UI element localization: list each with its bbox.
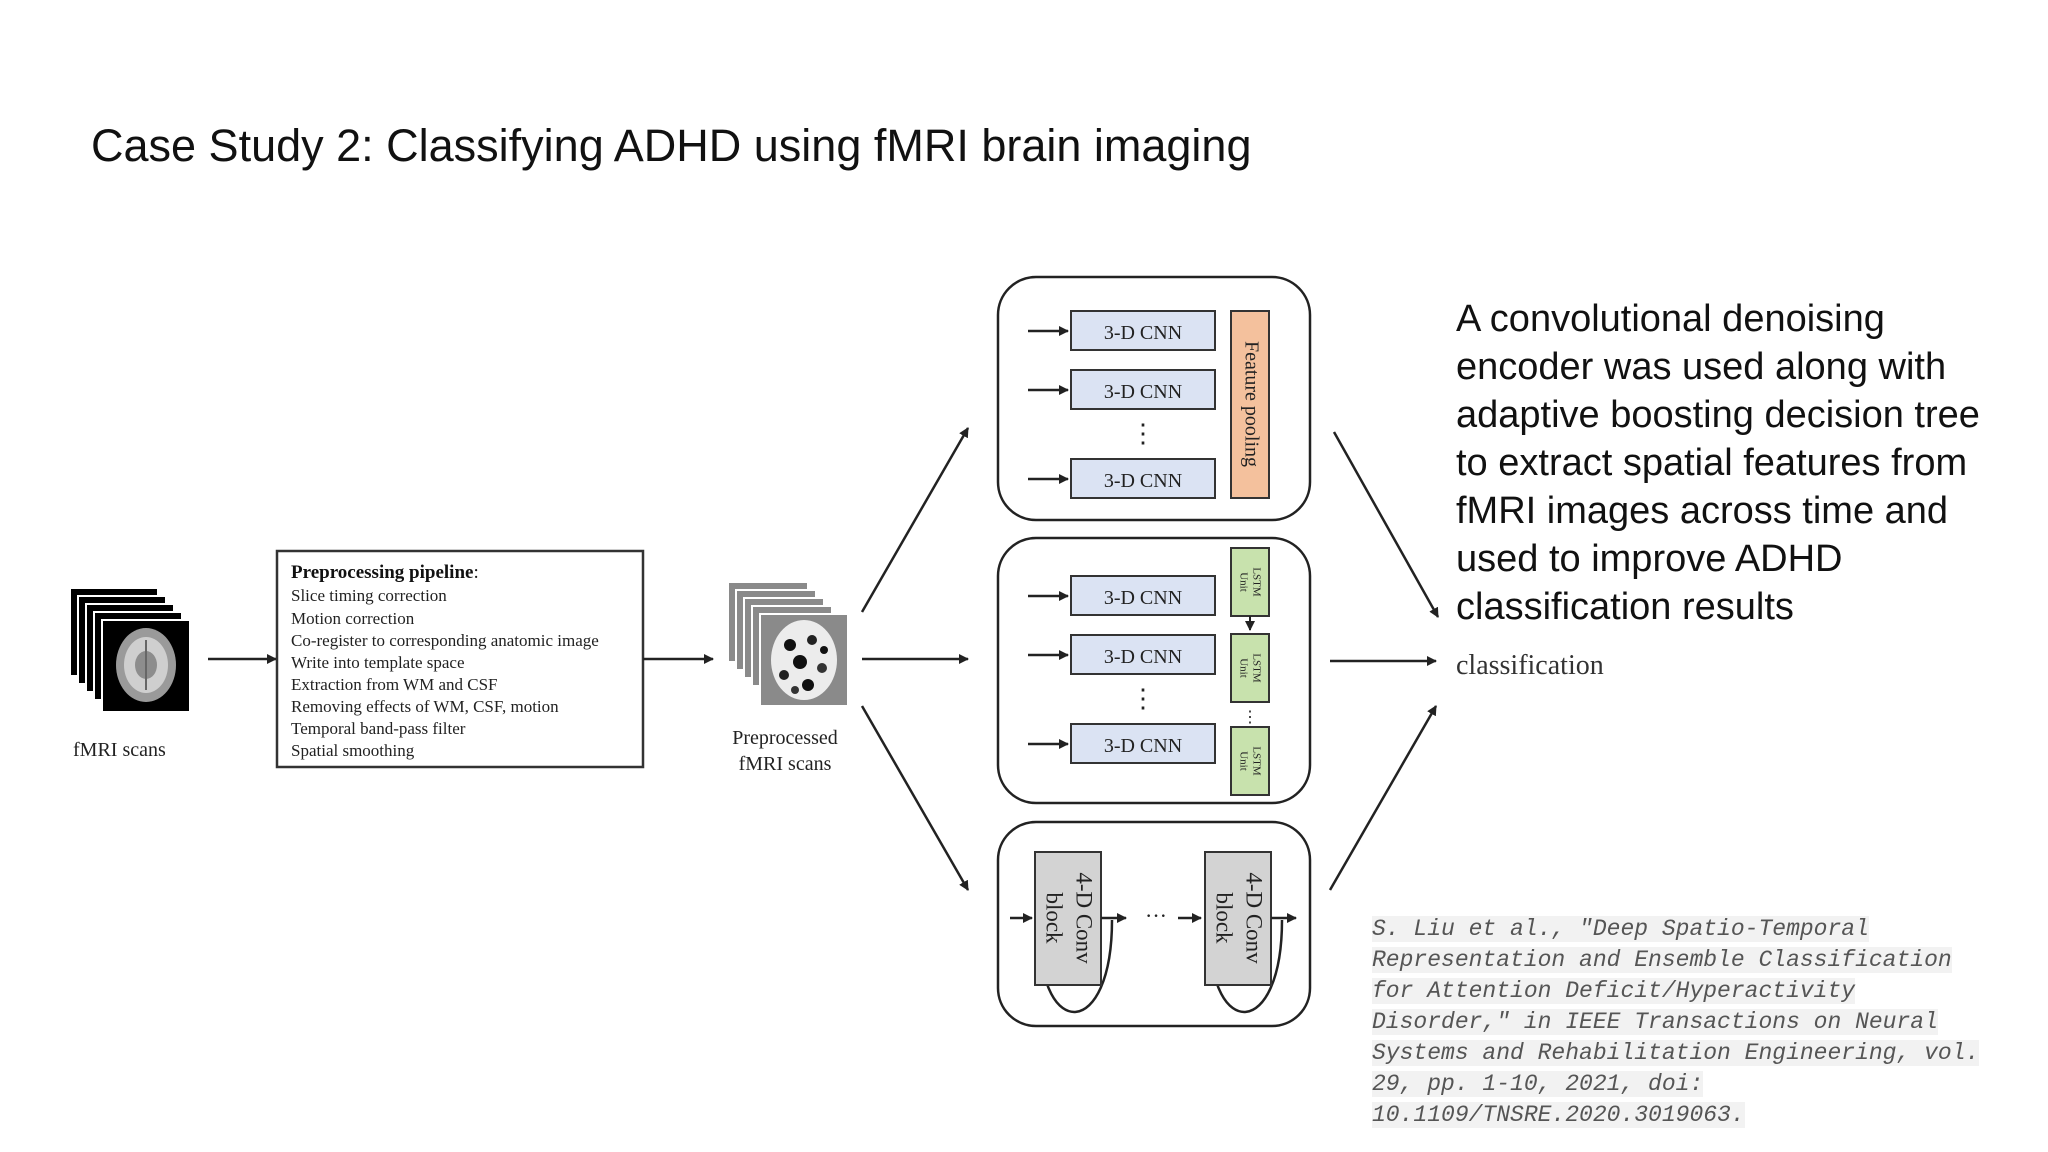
feature-pooling-box bbox=[1230, 310, 1270, 499]
lstm-label: Unit bbox=[1237, 658, 1249, 678]
arrow-to-branch-top bbox=[860, 427, 970, 613]
lstm-ellipsis: ⋮ bbox=[1242, 709, 1258, 726]
classification-label: classification bbox=[1456, 650, 1604, 681]
pipeline-title: Preprocessing pipeline: bbox=[291, 562, 479, 583]
citation-line: S. Liu et al., "Deep Spatio-Temporal bbox=[1372, 916, 1869, 942]
citation-line: Representation and Ensemble Classificati… bbox=[1372, 947, 1952, 973]
cnn-block: 3-D CNN bbox=[1028, 634, 1216, 675]
horizontal-ellipsis: ··· bbox=[1145, 903, 1167, 928]
cnn-label: 3-D CNN bbox=[1104, 322, 1182, 344]
slide-title: Case Study 2: Classifying ADHD using fMR… bbox=[91, 120, 1252, 171]
cnn-block: 3-D CNN bbox=[1028, 458, 1216, 499]
description-text: A convolutional denoising encoder was us… bbox=[1456, 298, 1980, 628]
preprocessed-scan-stack bbox=[727, 581, 849, 707]
pipeline-step: Temporal band-pass filter bbox=[291, 719, 466, 738]
lstm-label: LSTM bbox=[1250, 567, 1262, 597]
pipeline-steps: Slice timing correction Motion correctio… bbox=[291, 586, 599, 760]
cnn-block: 3-D CNN bbox=[1028, 310, 1216, 351]
vertical-ellipsis: ⋮ bbox=[1130, 419, 1156, 448]
arrow-to-branch-bottom bbox=[860, 705, 970, 891]
vertical-ellipsis: ⋮ bbox=[1130, 684, 1156, 713]
feature-pooling-label: Feature pooling bbox=[1240, 341, 1262, 467]
pipeline-step: Motion correction bbox=[291, 609, 415, 628]
pipeline-step: Spatial smoothing bbox=[291, 741, 415, 760]
citation-line: Disorder," in IEEE Transactions on Neura… bbox=[1372, 1009, 1938, 1035]
pipeline-step: Slice timing correction bbox=[291, 586, 447, 605]
cnn-label: 3-D CNN bbox=[1104, 381, 1182, 403]
arrow-bottom-to-classification bbox=[1328, 705, 1438, 891]
cnn-block: 3-D CNN bbox=[1028, 723, 1216, 764]
lstm-label: Unit bbox=[1237, 572, 1249, 592]
pipeline-step: Write into template space bbox=[291, 653, 465, 672]
pipeline-step: Removing effects of WM, CSF, motion bbox=[291, 697, 559, 716]
lstm-label: LSTM bbox=[1250, 653, 1262, 683]
conv4d-label: block bbox=[1042, 892, 1067, 944]
lstm-label: LSTM bbox=[1250, 746, 1262, 776]
lstm-unit: LSTM Unit bbox=[1230, 726, 1270, 796]
conv4d-label: 4-D Conv bbox=[1072, 872, 1097, 964]
preprocessed-label-line2: fMRI scans bbox=[739, 753, 832, 775]
citation-line: 10.1109/TNSRE.2020.3019063. bbox=[1372, 1102, 1745, 1128]
cnn-block: 3-D CNN bbox=[1028, 575, 1216, 616]
conv4d-block: 4-D Conv block bbox=[1010, 851, 1127, 1014]
cnn-label: 3-D CNN bbox=[1104, 587, 1182, 609]
lstm-unit: LSTM Unit bbox=[1230, 547, 1270, 617]
citation: S. Liu et al., "Deep Spatio-Temporal Rep… bbox=[1372, 914, 2048, 1131]
conv4d-block: 4-D Conv block bbox=[1178, 851, 1297, 1014]
conv4d-label: 4-D Conv bbox=[1242, 872, 1267, 964]
pipeline-step: Extraction from WM and CSF bbox=[291, 675, 498, 694]
citation-line: for Attention Deficit/Hyperactivity bbox=[1372, 978, 1856, 1004]
lstm-unit: LSTM Unit bbox=[1230, 633, 1270, 703]
pipeline-step: Co-register to corresponding anatomic im… bbox=[291, 631, 599, 650]
fmri-scans-label: fMRI scans bbox=[73, 739, 166, 761]
citation-line: 29, pp. 1-10, 2021, doi: bbox=[1372, 1071, 1704, 1097]
arrow-top-to-classification bbox=[1332, 431, 1440, 618]
citation-line: Systems and Rehabilitation Engineering, … bbox=[1372, 1040, 1980, 1066]
preprocessed-label-line1: Preprocessed bbox=[732, 727, 838, 749]
cnn-block: 3-D CNN bbox=[1028, 369, 1216, 410]
cnn-label: 3-D CNN bbox=[1104, 470, 1182, 492]
conv4d-label: block bbox=[1212, 892, 1237, 944]
preprocessing-pipeline-box bbox=[275, 549, 645, 769]
cnn-label: 3-D CNN bbox=[1104, 735, 1182, 757]
cnn-label: 3-D CNN bbox=[1104, 646, 1182, 668]
fmri-scan-stack bbox=[69, 587, 191, 713]
lstm-label: Unit bbox=[1237, 751, 1249, 771]
